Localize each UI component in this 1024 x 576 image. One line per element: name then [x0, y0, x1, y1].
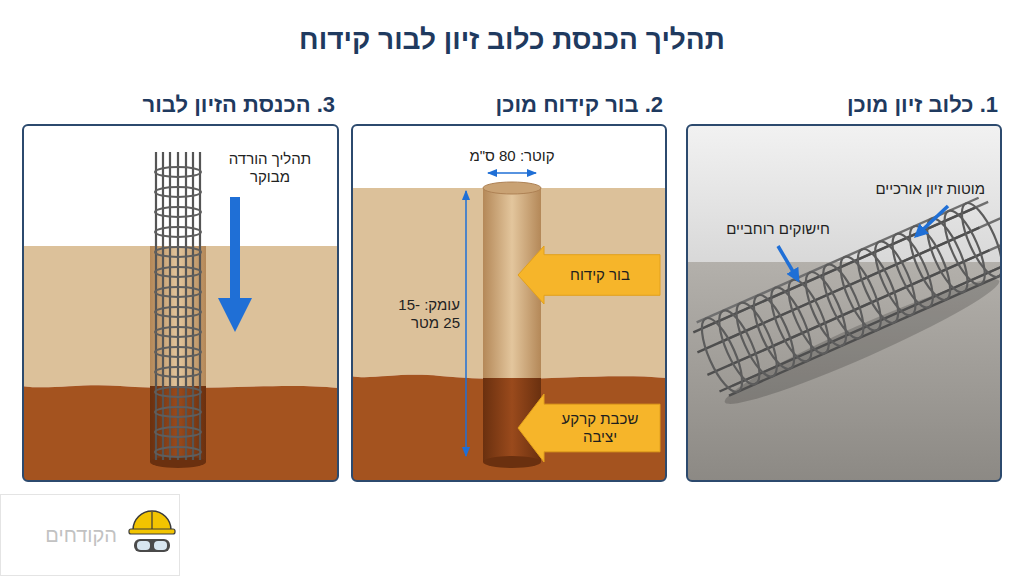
process-note: תהליך הורדה מבוקר: [215, 150, 325, 186]
longitudinal-bar: [192, 152, 194, 460]
panel-scene: [23, 125, 338, 481]
callout-arrow: שכבת קרקע יציבה: [518, 394, 660, 462]
part-label: חישוקים רוחביים: [680, 220, 830, 238]
stable-soil-layer: [352, 375, 666, 481]
stirrup-ring: [155, 287, 201, 297]
diagram-title: תהליך הכנסת כלוב זיון לבור קידוח: [0, 24, 1024, 56]
step-panel: 3. הכנסת הזיון לבור: [22, 124, 339, 482]
stirrup-ring: [155, 207, 201, 217]
callout-arrow: בור קידוח: [518, 246, 660, 304]
leader-arrow: [916, 206, 948, 236]
stirrup-ring: [155, 307, 201, 317]
soil-layer: [23, 246, 338, 388]
logo-icon: [129, 511, 175, 552]
step-heading: 1. כלוב זיון מוכן: [847, 92, 998, 118]
borehole-bottom: [483, 456, 541, 468]
stirrup-ring: [155, 387, 201, 397]
stirrup-ring: [155, 267, 201, 277]
stirrup-ring: [155, 407, 201, 417]
goggles: [134, 539, 170, 552]
rebar-cage: [155, 152, 201, 460]
stirrup-ring: [155, 367, 201, 377]
down-arrow-head: [218, 298, 252, 332]
down-arrow-shaft: [230, 197, 240, 300]
stirrup-ring: [155, 347, 201, 357]
goggle-lens: [154, 541, 167, 550]
callout-text: בור קידוח: [548, 266, 652, 284]
longitudinal-bar: [185, 152, 187, 460]
dimension-label: עומק: 15-25 מטר: [386, 296, 460, 332]
panel-scene: [352, 125, 666, 481]
helmet-brim: [129, 529, 175, 534]
step-panel: 1. כלוב זיון מוכן: [686, 124, 1002, 482]
stirrup-ring: [155, 167, 201, 177]
stirrup-ring: [155, 327, 201, 337]
stable-soil-layer: [23, 385, 338, 481]
logo-box: הקודחים: [0, 494, 180, 576]
step-heading: 3. הכנסת הזיון לבור: [142, 92, 335, 118]
diameter-dimension: [488, 172, 536, 174]
callout-arrow-fill: [518, 394, 660, 462]
borehole-mouth: [483, 182, 541, 194]
panel-scene: [687, 125, 1001, 481]
stirrup-ring: [155, 227, 201, 237]
stirrup-ring: [954, 198, 1001, 282]
stirrup-ring: [155, 447, 201, 457]
longitudinal-bar: [162, 152, 164, 460]
callout-text: שכבת קרקע יציבה: [548, 410, 652, 446]
borehole: [150, 246, 206, 388]
sky-background: [352, 125, 666, 190]
longitudinal-bar: [719, 267, 1001, 392]
step-heading: 2. בור קידוח מוכן: [496, 92, 663, 118]
leader-arrow: [778, 246, 798, 280]
depth-dimension: [465, 191, 467, 456]
helmet-ridge: [151, 512, 152, 529]
part-label: מוטות זיון אורכיים: [815, 180, 985, 198]
goggle-lens: [137, 541, 150, 550]
stirrup-ring: [155, 187, 201, 197]
wall-background: [687, 125, 1001, 264]
stirrup-ring: [155, 247, 201, 257]
sky-background: [23, 125, 338, 248]
dimension-label: קוטר: 80 ס"מ: [447, 147, 577, 165]
cage-shadow: [718, 266, 1001, 417]
callout-arrow-fill: [518, 246, 660, 304]
helmet-dome: [133, 511, 171, 530]
stirrup-ring: [155, 427, 201, 437]
longitudinal-bar: [169, 152, 171, 460]
watermark-text: הקודחים: [45, 524, 117, 547]
